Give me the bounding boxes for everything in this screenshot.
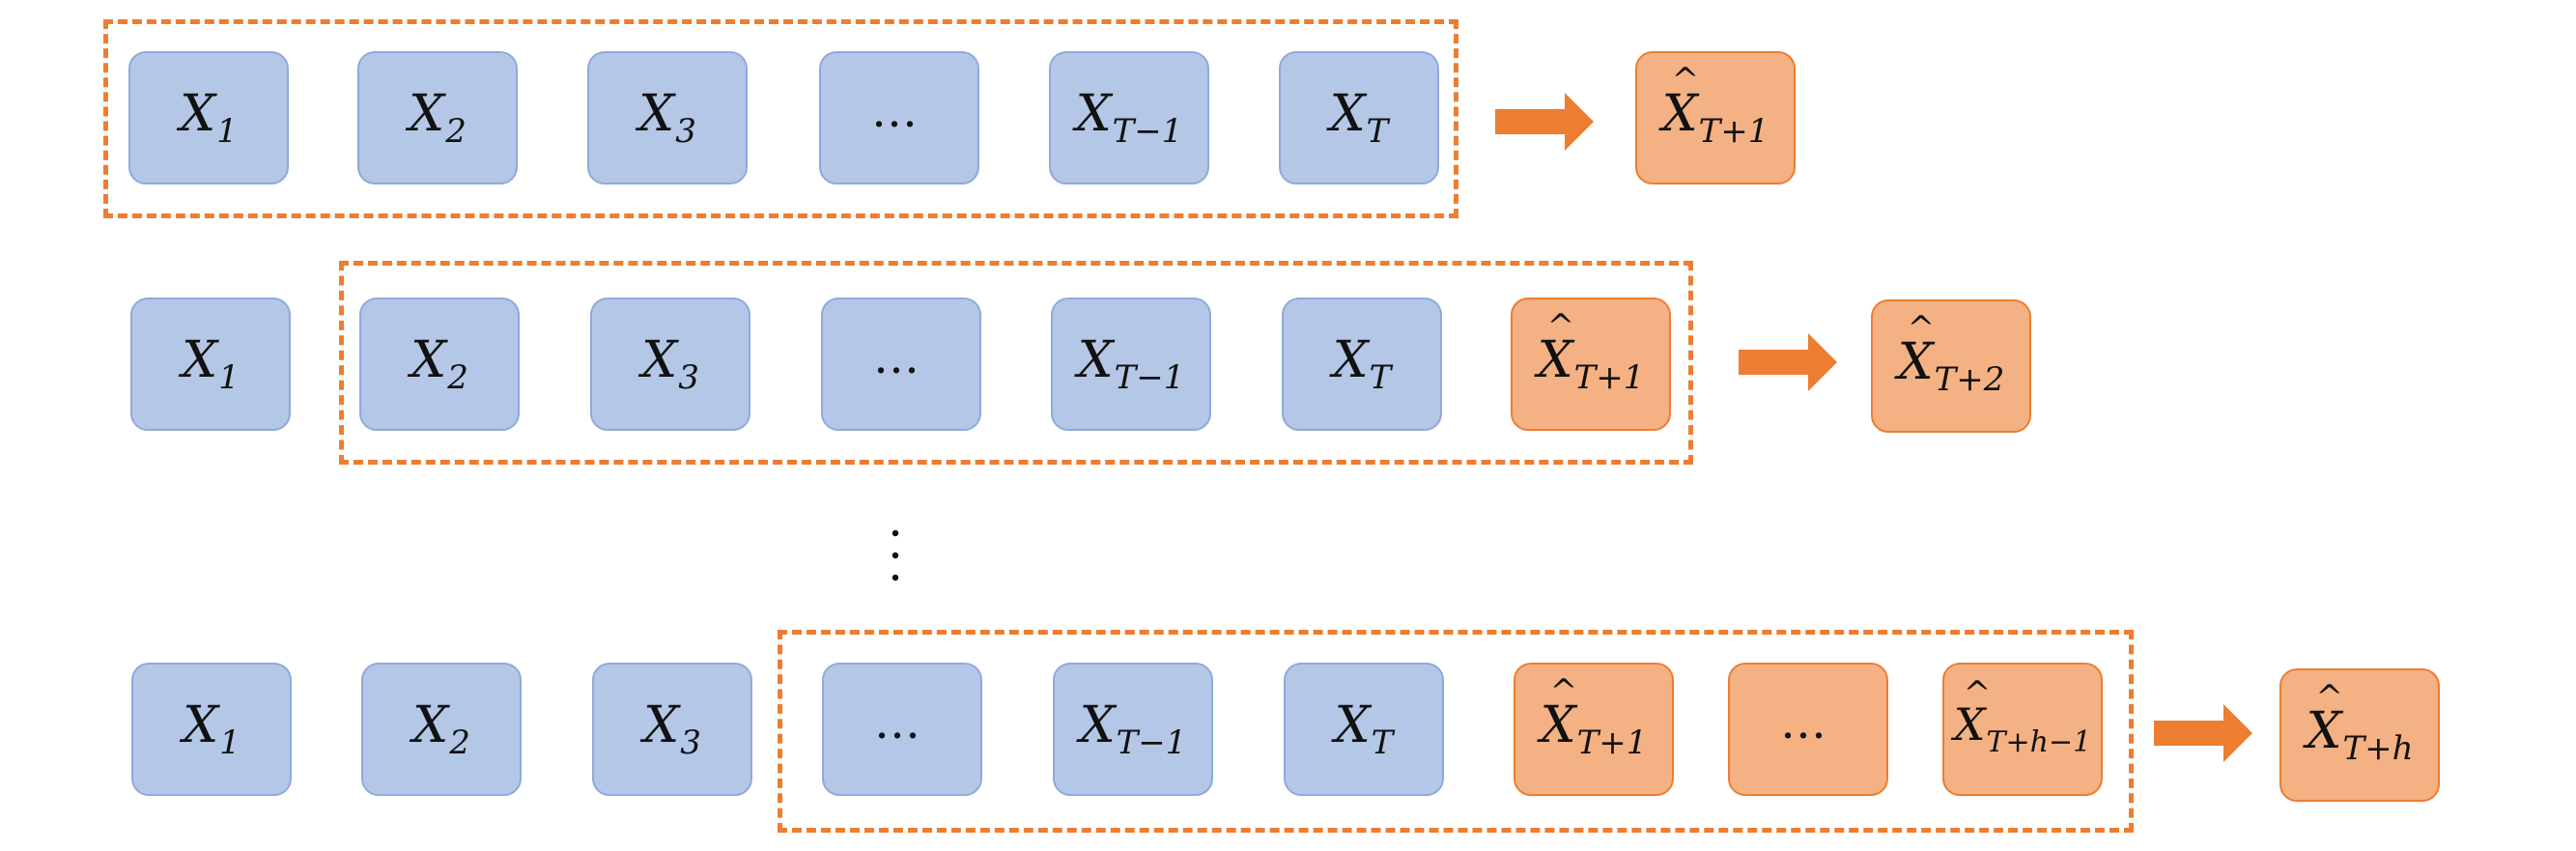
input-box-x1-row1: X1 [128,51,289,184]
input-box-xt-row3: XT [1284,663,1444,796]
prediction-box-ellipsis-row3: … [1728,663,1888,796]
input-box-x1-row3: X1 [131,663,292,796]
input-box-ellipsis-row1: … [819,51,979,184]
input-box-xt-row2: XT [1282,298,1442,431]
prediction-box-xhat-t-plus-1-row2: ^XT+1 [1511,298,1671,431]
input-box-ellipsis-row3: … [822,663,982,796]
input-box-xt-minus-1-row2: XT−1 [1051,298,1211,431]
input-box-x3-row2: X3 [590,298,750,431]
prediction-box-xhat-t-plus-h-minus-1-row3: ^XT+h−1 [1942,663,2103,796]
vertical-ellipsis-icon [892,529,899,582]
input-box-x2-row1: X2 [357,51,518,184]
prediction-box-xhat-t-plus-1-row3: ^XT+1 [1514,663,1674,796]
input-box-x1-row2: X1 [130,298,291,431]
input-box-xt-minus-1-row3: XT−1 [1053,663,1213,796]
sliding-window-row2 [339,261,1693,465]
input-box-x3-row1: X3 [587,51,748,184]
prediction-box-xhat-t-plus-1-row1: ^XT+1 [1635,51,1796,184]
arrow-right-icon-row3 [2154,704,2252,762]
arrow-right-icon-row1 [1495,93,1594,151]
input-box-x2-row3: X2 [361,663,522,796]
input-box-ellipsis-row2: … [821,298,981,431]
input-box-x2-row2: X2 [359,298,520,431]
input-box-x3-row3: X3 [592,663,752,796]
prediction-box-xhat-t-plus-h-row3: ^XT+h [2279,668,2440,802]
sliding-window-row3 [778,630,2134,833]
input-box-xt-row1: XT [1279,51,1439,184]
sliding-window-row1 [103,19,1458,218]
arrow-right-icon-row2 [1739,333,1837,391]
input-box-xt-minus-1-row1: XT−1 [1049,51,1209,184]
prediction-box-xhat-t-plus-2-row2: ^XT+2 [1871,299,2031,433]
